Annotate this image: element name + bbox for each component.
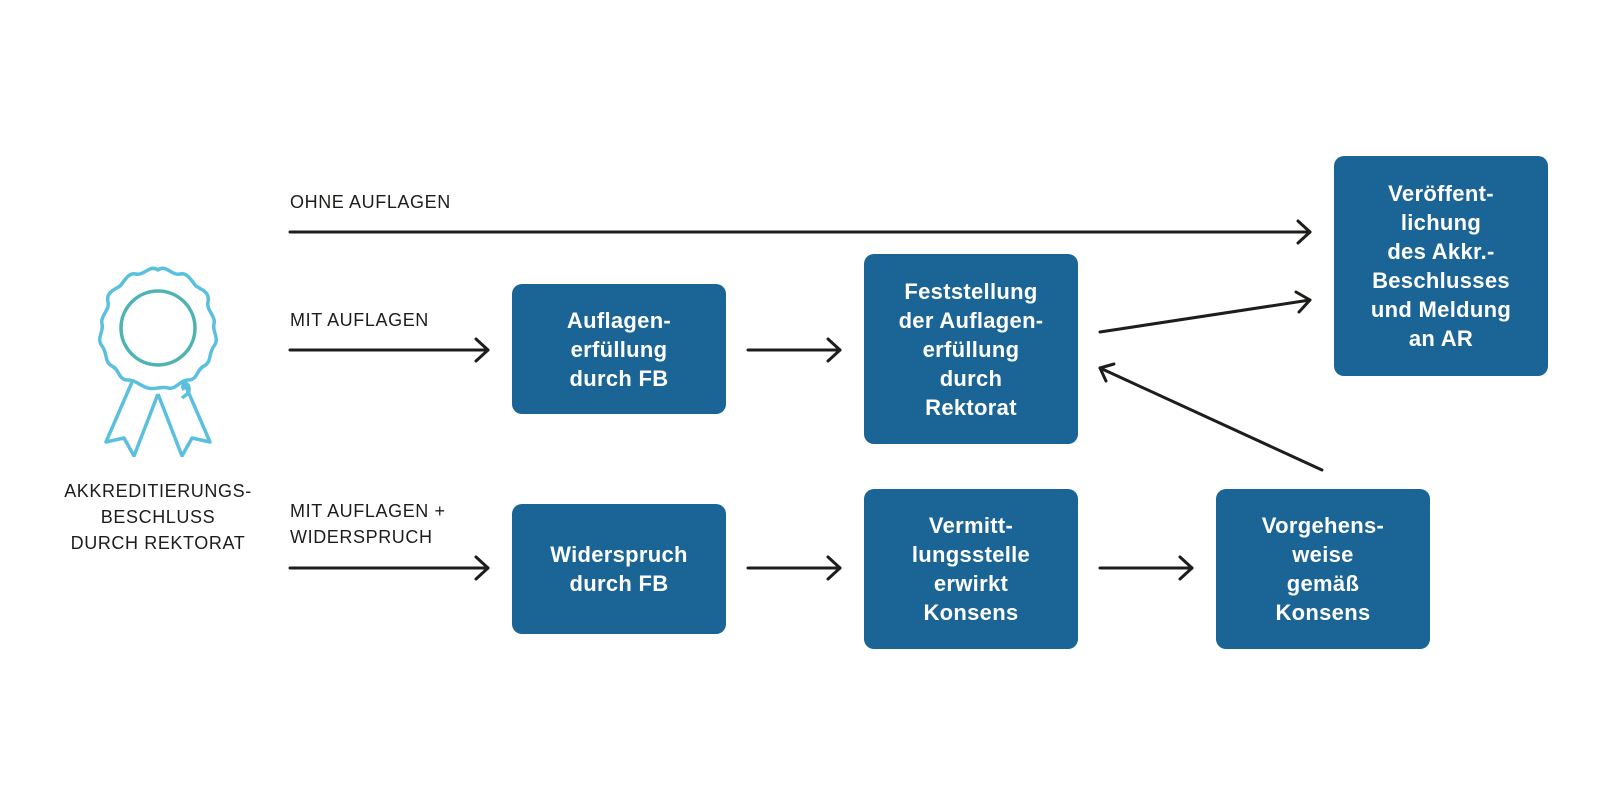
box-feststellung-rektorat-text: Feststellung der Auflagen- erfüllung dur… <box>898 278 1044 420</box>
arrow-feststellung-to-veroeffentlichung <box>1098 290 1312 334</box>
box-widerspruch-fb-text: Widerspruch durch FB <box>550 542 688 596</box>
path-label-ohne-auflagen: OHNE AUFLAGEN <box>290 192 451 212</box>
award-rosette-icon <box>98 266 218 457</box>
box-vorgehensweise-text: Vorgehens- weise gemäß Konsens <box>1261 513 1385 625</box>
box-veroeffentlichung-text: Veröffent- lichung des Akkr.- Beschlusse… <box>1370 181 1512 351</box>
box-auflagenerfuellung-fb-text: Auflagen- erfüllung durch FB <box>566 307 672 391</box>
box-auflagenerfuellung-fb: Auflagen- erfüllung durch FB <box>512 284 726 414</box>
box-vermittlungsstelle-text: Vermitt- lungsstelle erwirkt Konsens <box>911 513 1031 625</box>
box-vermittlungsstelle: Vermitt- lungsstelle erwirkt Konsens <box>864 489 1078 649</box>
arrow-vorgehensweise-to-feststellung <box>1098 362 1324 472</box>
box-feststellung-rektorat: Feststellung der Auflagen- erfüllung dur… <box>864 254 1078 444</box>
arrow-auflagen-to-feststellung <box>746 337 842 363</box>
path-label-mit-auflagen-widerspruch: MIT AUFLAGEN + WIDERSPRUCH <box>290 501 446 547</box>
arrow-widerspruch-to-vermittlung <box>746 555 842 581</box>
box-vorgehensweise: Vorgehens- weise gemäß Konsens <box>1216 489 1430 649</box>
actor-label: AKKREDITIERUNGS- BESCHLUSS DURCH REKTORA… <box>64 481 252 553</box>
box-veroeffentlichung: Veröffent- lichung des Akkr.- Beschlusse… <box>1334 156 1548 376</box>
arrow-vermittlung-to-vorgehensweise <box>1098 555 1194 581</box>
path-label-mit-auflagen: MIT AUFLAGEN <box>290 310 429 330</box>
box-widerspruch-fb: Widerspruch durch FB <box>512 504 726 634</box>
arrow-ohne-to-veroeffentlichung <box>288 219 1312 245</box>
arrow-widerspruch-path-to-widerspruch <box>288 555 490 581</box>
arrow-mit-to-auflagen <box>288 337 490 363</box>
